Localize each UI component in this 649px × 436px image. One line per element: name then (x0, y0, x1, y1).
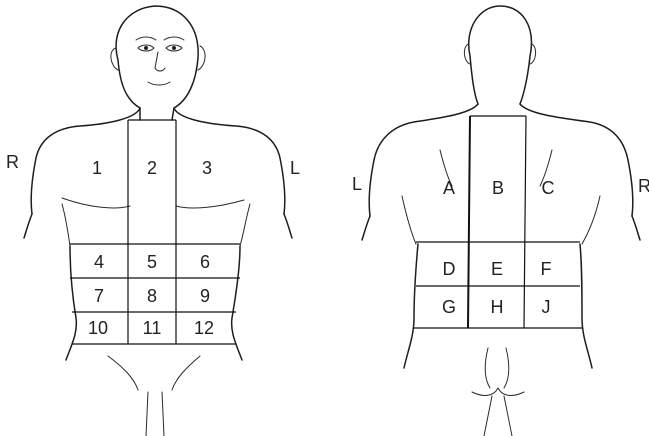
front-region-3: 3 (202, 158, 212, 178)
front-head-outline (116, 6, 198, 120)
back-region-e: E (491, 259, 503, 279)
front-region-1: 1 (92, 158, 102, 178)
back-figure: L R A B C D E F G H J (352, 6, 649, 436)
front-region-11: 11 (143, 318, 162, 338)
front-region-10: 10 (88, 318, 108, 338)
front-nose (155, 52, 165, 71)
front-brows (136, 37, 184, 40)
back-ears (464, 44, 535, 64)
front-region-8: 8 (147, 286, 157, 306)
front-inner-arm-right (240, 204, 250, 246)
front-region-12: 12 (194, 318, 214, 338)
front-arm-right (284, 214, 292, 238)
back-region-j: J (542, 297, 551, 317)
back-head-outline (469, 6, 532, 104)
back-region-f: F (541, 259, 552, 279)
front-region-4: 4 (94, 252, 104, 272)
front-ear-right (198, 46, 205, 70)
back-region-g: G (442, 297, 456, 317)
front-pupil-left (144, 46, 148, 50)
front-region-2: 2 (147, 158, 157, 178)
front-region-7: 7 (94, 286, 104, 306)
front-shoulders (31, 108, 285, 214)
back-buttocks (472, 348, 524, 395)
back-region-h: H (491, 297, 504, 317)
front-arm-left (24, 214, 32, 238)
front-mouth (148, 82, 170, 85)
back-inner-arm-left (402, 196, 416, 244)
front-region-6: 6 (200, 252, 210, 272)
front-inner-arm-left (62, 204, 70, 246)
front-region-5: 5 (147, 252, 157, 272)
front-region-9: 9 (200, 286, 210, 306)
back-arm-right (632, 216, 640, 240)
back-region-b: B (492, 178, 504, 198)
front-side-left-label: L (290, 158, 300, 178)
back-legs (484, 396, 512, 436)
front-legs (146, 392, 164, 436)
back-region-d: D (443, 259, 456, 279)
back-inner-arm-right (582, 196, 600, 244)
front-side-right-label: R (6, 152, 19, 172)
back-arm-left (362, 216, 370, 240)
front-pupil-right (172, 46, 176, 50)
front-groin (108, 356, 200, 390)
front-figure: R L 1 2 3 4 5 6 7 8 9 10 11 12 (6, 6, 300, 436)
back-region-c: C (542, 178, 555, 198)
back-side-right-label: R (638, 176, 649, 196)
front-region-grid (70, 120, 240, 344)
back-side-left-label: L (352, 174, 362, 194)
back-region-a: A (443, 178, 455, 198)
front-pectoral-line (62, 198, 244, 208)
back-shoulders (369, 104, 633, 216)
